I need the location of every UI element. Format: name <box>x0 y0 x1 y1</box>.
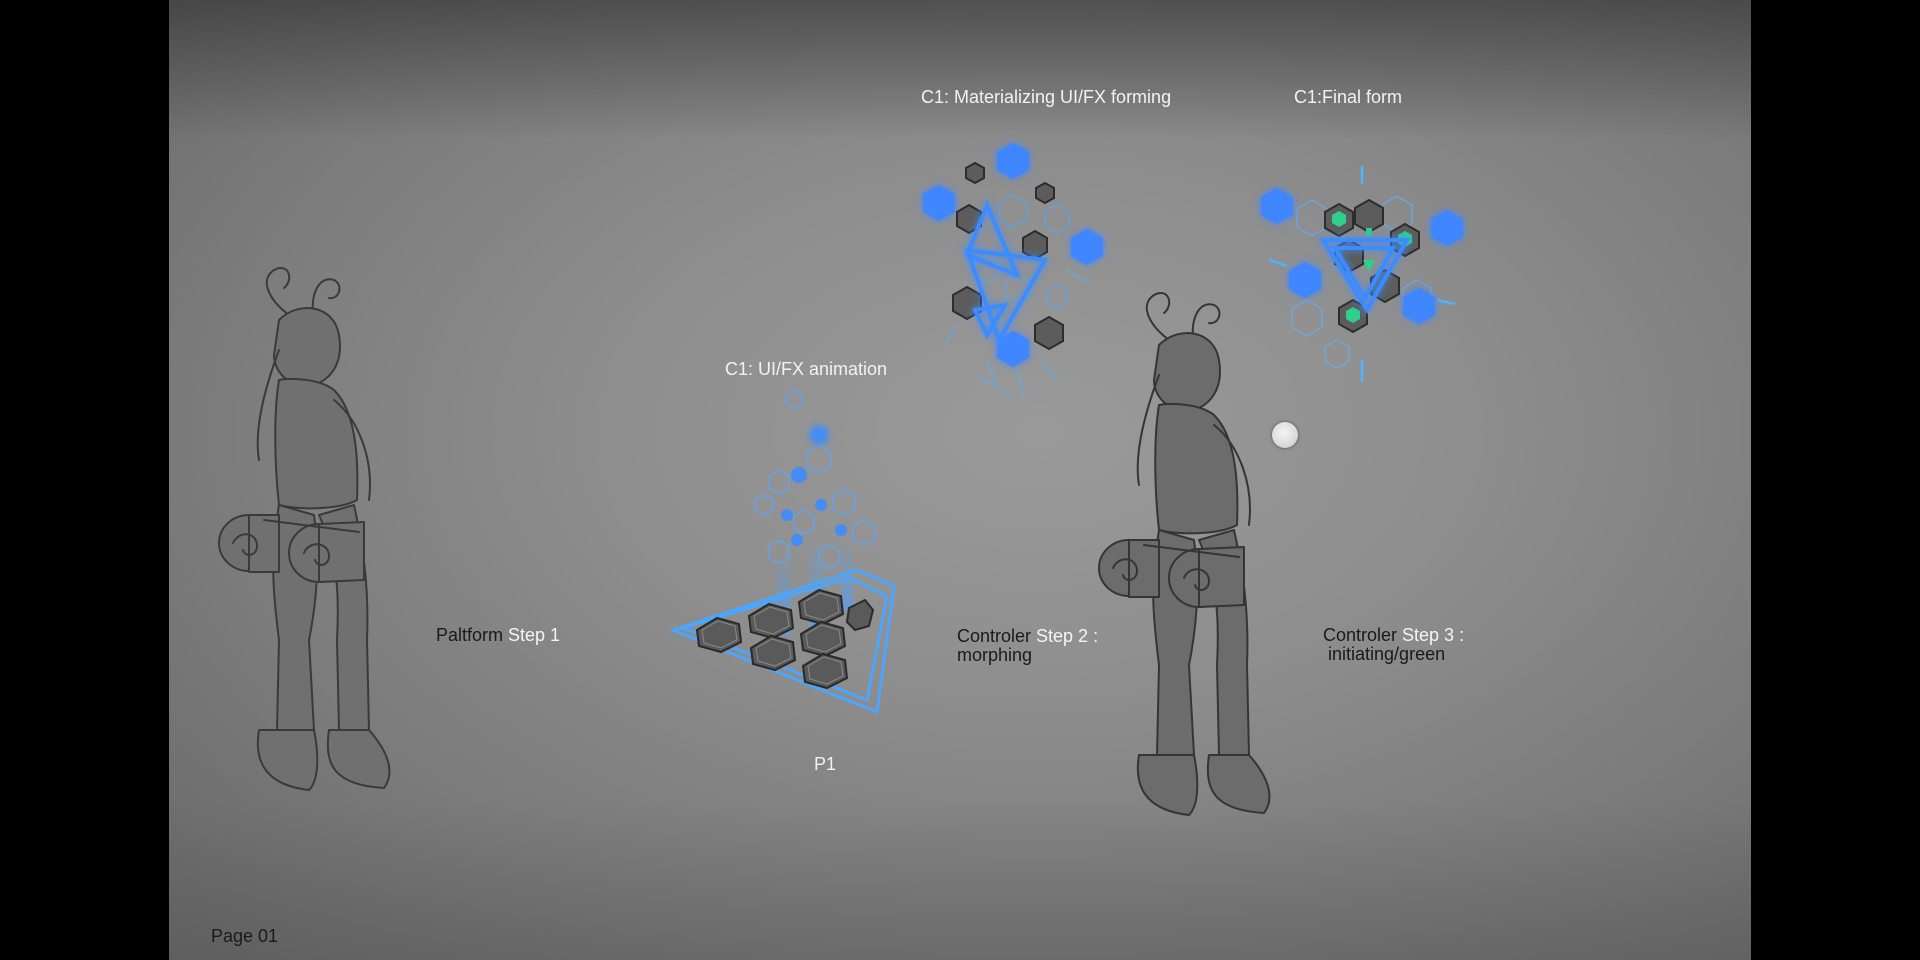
label-prefix: Controler <box>1323 625 1403 645</box>
character-right-icon <box>1098 292 1271 816</box>
label-prefix: Controler <box>957 626 1037 646</box>
label-platform-step-1: Paltform Step 1 <box>436 626 560 645</box>
label-controller-step-3: Controler Step 3 : initiating/green <box>1323 626 1464 664</box>
label-step: Step 2 : <box>1036 626 1099 646</box>
orb-icon <box>1272 422 1298 448</box>
label-controller-step-2: Controler Step 2 : morphing <box>957 627 1098 665</box>
label-prefix: Paltform <box>436 625 509 645</box>
materializing-fx-icon <box>923 143 1103 398</box>
character-left-icon <box>218 267 391 791</box>
caption-p1: P1 <box>814 754 837 774</box>
title-ui-fx-animation: C1: UI/FX animation <box>725 359 888 379</box>
label-sub: morphing <box>957 645 1033 665</box>
label-step: Step 1 <box>508 625 561 645</box>
label-step: Step 3 : <box>1402 625 1465 645</box>
label-sub: initiating/green <box>1328 644 1446 664</box>
hex-platform-icon <box>668 389 896 715</box>
title-materializing: C1: Materializing UI/FX forming <box>921 87 1172 107</box>
final-form-fx-icon <box>1261 166 1463 382</box>
concept-sheet: Paltform Step 1 Controler Step 2 : morph… <box>169 0 1751 960</box>
page-number: Page 01 <box>211 926 279 946</box>
title-final-form: C1:Final form <box>1294 87 1403 107</box>
